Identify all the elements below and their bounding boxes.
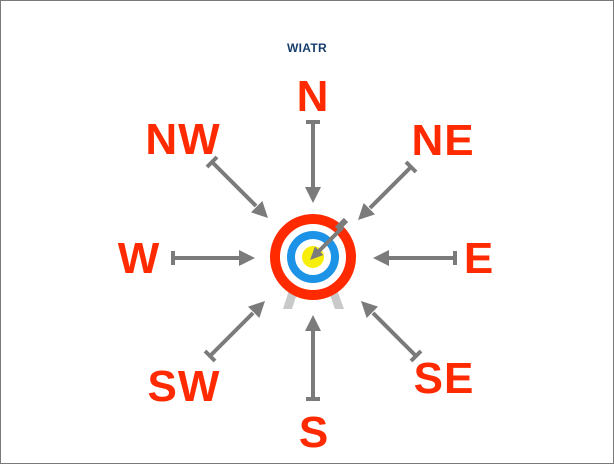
direction-label-n: N (296, 72, 330, 121)
direction-label-e: E (463, 234, 495, 283)
target-dart-fletching (334, 217, 349, 232)
arrow-s (305, 315, 321, 401)
target-dart-shaft (316, 225, 345, 254)
direction-label-s: S (298, 408, 330, 457)
target-icon (270, 214, 356, 309)
arrow-sw (203, 301, 265, 363)
arrow-se (361, 301, 423, 363)
direction-label-sw: SW (147, 362, 221, 411)
direction-label-w: W (117, 234, 161, 283)
arrow-n (305, 120, 321, 203)
target-outer-ring (270, 214, 356, 300)
arrow-e (373, 250, 457, 266)
direction-label-nw: NW (145, 115, 221, 164)
arrow-ne (358, 160, 418, 220)
arrow-nw (205, 155, 268, 218)
target-middle-ring (287, 231, 339, 283)
slide-title: WIATR (287, 41, 327, 55)
direction-label-ne: NE (411, 116, 475, 165)
arrow-w (171, 250, 255, 266)
direction-label-se: SE (413, 354, 475, 403)
target-dart-tip (310, 246, 324, 260)
